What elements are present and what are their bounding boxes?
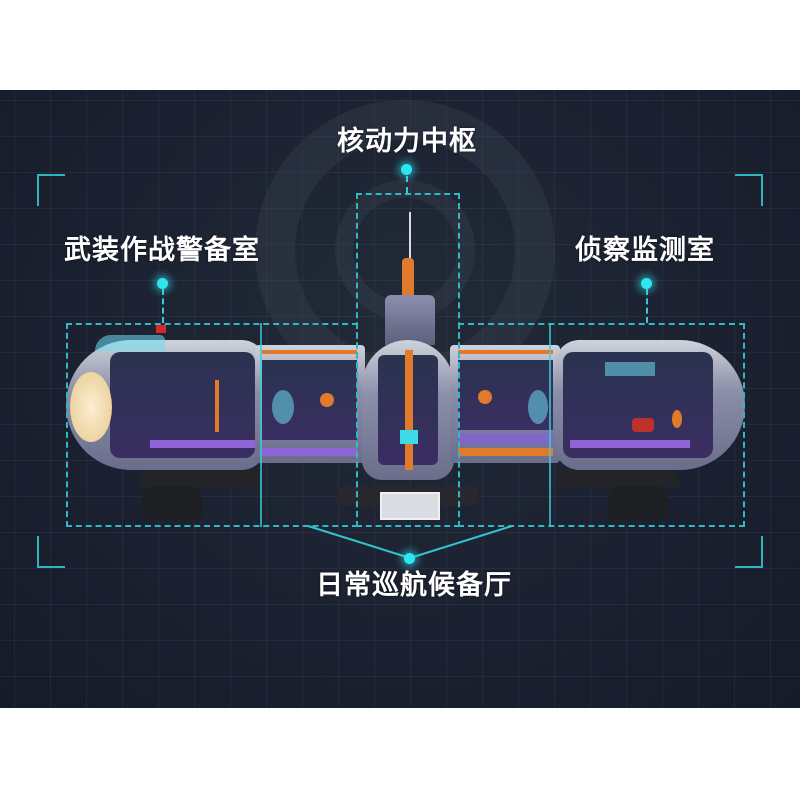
ladder-left — [215, 380, 219, 432]
deck-left — [150, 440, 260, 448]
corner-bracket-top-right — [735, 174, 763, 206]
deck-left-mid — [262, 448, 357, 456]
marker-dot-right — [641, 278, 652, 289]
stripe-right-mid — [458, 448, 553, 456]
deck-right-mid — [458, 433, 553, 445]
valve-right — [478, 390, 492, 404]
rail-left — [262, 350, 357, 354]
antenna — [409, 212, 411, 267]
stand-right — [555, 470, 680, 488]
stem-left — [162, 289, 164, 323]
canopy-left — [95, 335, 165, 351]
label-recon-monitoring-room: 侦察监测室 — [575, 235, 715, 266]
marker-dot-left — [157, 278, 168, 289]
marker-dot-top — [401, 164, 412, 175]
reactor-shaft — [405, 350, 413, 470]
divider-right — [549, 323, 551, 527]
corner-bracket-bottom-left — [37, 536, 65, 568]
valve-left — [320, 393, 334, 407]
stem-right — [646, 289, 648, 323]
label-armory-guard-room: 武装作战警备室 — [64, 235, 260, 266]
stand-left-foot — [142, 486, 202, 520]
periscope — [402, 258, 414, 298]
label-patrol-standby-hall: 日常巡航候备厅 — [316, 570, 512, 601]
porthole-left — [272, 390, 294, 424]
stand-left — [138, 470, 258, 488]
stand-right-foot — [608, 486, 668, 520]
marker-dot-bottom — [404, 553, 415, 564]
engine-red — [632, 418, 654, 432]
nameplate — [380, 492, 440, 520]
beacon-red — [156, 325, 166, 333]
scope-right — [672, 410, 682, 428]
porthole-right — [528, 390, 548, 424]
recon-window — [605, 362, 655, 376]
corner-bracket-top-left — [37, 174, 65, 206]
divider-left — [260, 323, 262, 527]
reactor-light — [400, 430, 418, 444]
stem-top — [406, 176, 408, 193]
rail-right — [458, 350, 553, 354]
label-nuclear-power-core: 核动力中枢 — [337, 126, 477, 157]
conning-tower — [385, 295, 435, 345]
deck-right — [570, 440, 690, 448]
bow-dome-left — [70, 372, 112, 442]
corner-bracket-bottom-right — [735, 536, 763, 568]
section-box-right — [458, 323, 745, 527]
